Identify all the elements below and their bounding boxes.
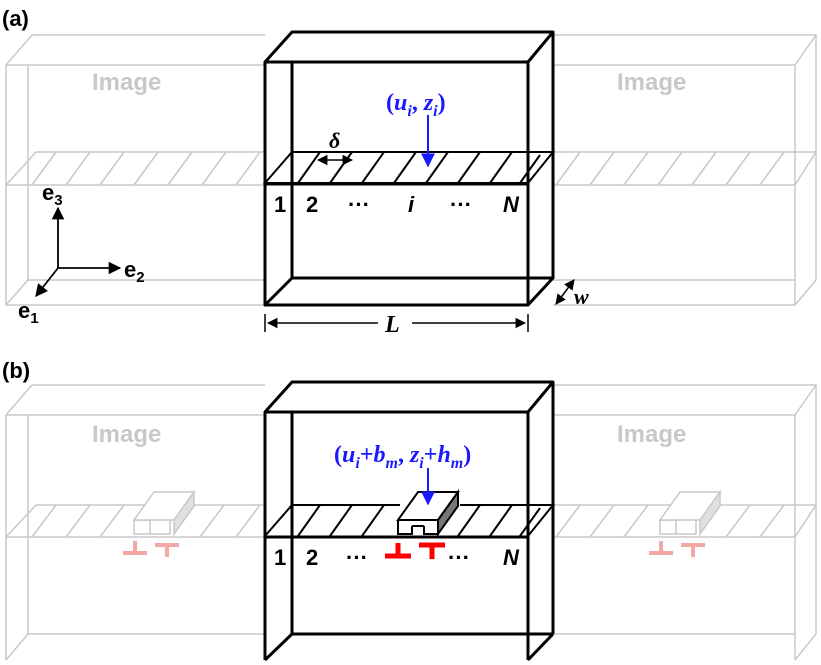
right-image-cell-b [553,384,817,661]
dislocation-pair-b [385,542,445,559]
width-arrow [555,279,575,305]
panel-a-label: (a) [2,6,29,31]
index-first-b: 1 [274,545,286,570]
delta-label: δ [329,128,340,153]
index-first-a: 1 [274,192,286,217]
image-label-left-a: Image [92,69,161,96]
image-label-right-a: Image [617,69,686,96]
index-second-a: 2 [306,192,318,217]
width-label: w [574,284,589,309]
coordinate-axes: e3 e2 e1 [18,180,145,327]
axis-e2-label: e2 [124,257,145,286]
axis-e1-arrow [35,267,59,297]
panel-b-label: (b) [2,358,30,383]
index-mid-a: i [408,192,415,217]
index-second-b: 2 [306,545,318,570]
image-label-left-b: Image [92,421,161,448]
atom-row-a [262,151,556,184]
index-dots-left-b: ··· [346,545,368,570]
left-hatch-band-a [5,151,265,186]
atom-position-label-b: (ui+bm, zi+hm) [334,442,471,472]
left-extra-atom-b [132,489,196,537]
axis-e1-label: e1 [18,298,39,327]
panel-a: (a) Image Image [2,6,817,338]
index-dots-right-b: ··· [448,545,470,570]
axis-e3-label: e3 [42,180,63,209]
index-dots-left-a: ··· [348,192,370,217]
extra-atom-block-b [396,488,460,538]
atom-row-b [264,504,556,537]
right-hatch-band-a [553,151,817,186]
length-label: L [384,312,400,338]
left-image-cell-b [5,384,265,661]
left-dislocation-faint [123,541,179,557]
dislocation-left-symbol [385,543,411,559]
index-last-a: N [503,192,520,217]
dislocation-right-symbol [419,542,445,559]
panel-b: (b) Image [2,358,817,662]
image-label-right-b: Image [617,421,686,448]
length-dimension [264,314,529,332]
index-dots-right-a: ··· [450,192,472,217]
right-extra-atom-b [658,489,722,537]
right-dislocation-faint [649,541,705,557]
index-last-b: N [503,545,520,570]
atom-position-label-a: (ui, zi) [386,90,446,120]
